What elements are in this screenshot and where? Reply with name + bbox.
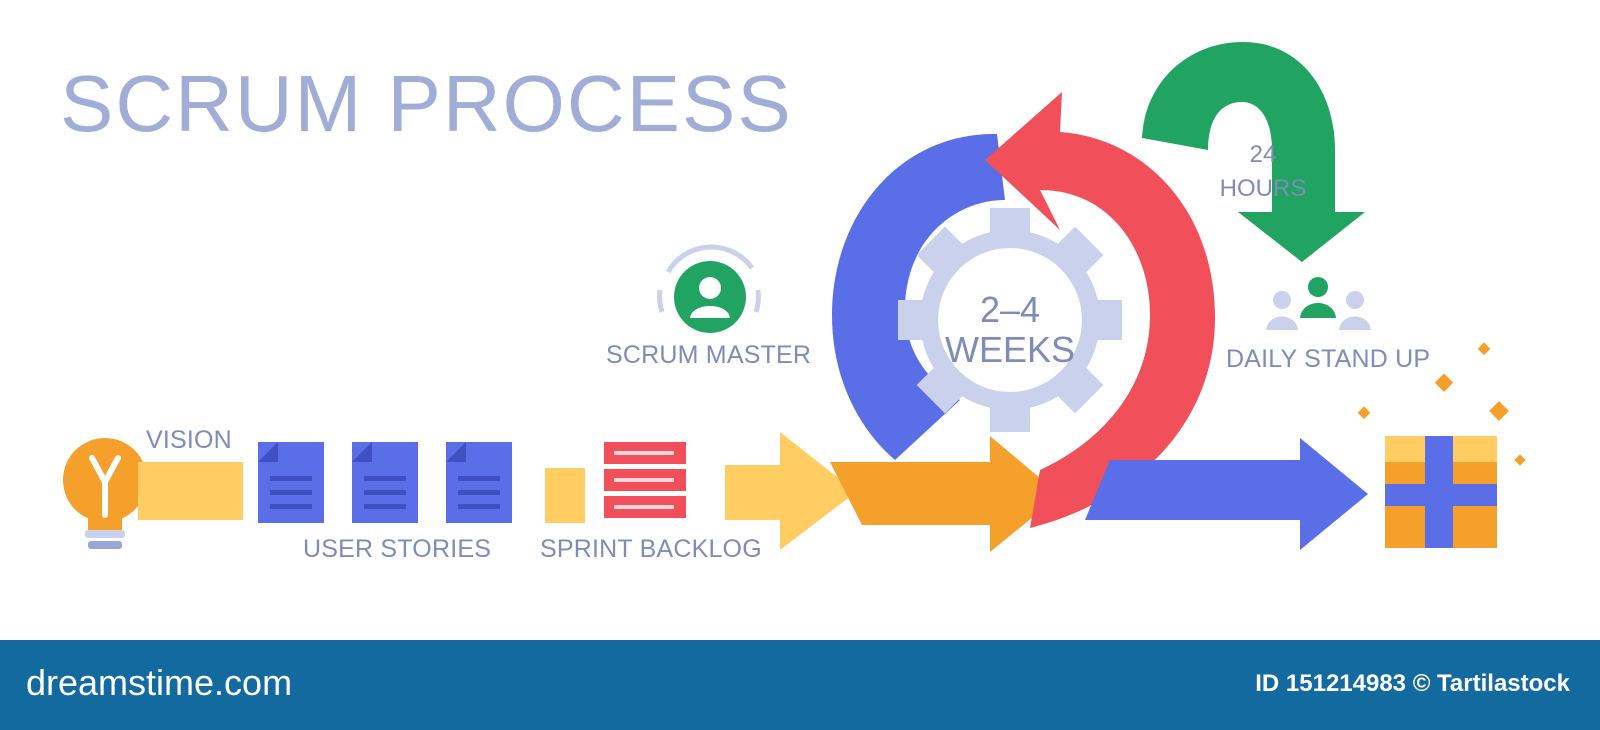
user-story-document-icon	[352, 442, 418, 523]
diagram-canvas: SCRUM PROCESS VISION USER STORIES SPRINT…	[60, 42, 1526, 563]
daily-stand-up-label: DAILY STAND UP	[1226, 345, 1431, 373]
scrum-master-label: SCRUM MASTER	[606, 341, 812, 369]
footer-bar: dreamstime.com ID 151214983 © Tartilasto…	[0, 640, 1600, 730]
cycle-arrow-red	[985, 92, 1215, 528]
sprint-backlog-stack-icon	[604, 442, 686, 518]
cycle-arrow-blue	[832, 133, 1005, 460]
yellow-arrow	[725, 432, 856, 550]
vision-label: VISION	[146, 426, 232, 454]
hours-unit: HOURS	[1219, 175, 1307, 202]
page-title: SCRUM PROCESS	[60, 59, 793, 148]
light-bulb-icon	[63, 438, 147, 549]
image-credit: ID 151214983 © Tartilastock	[1255, 670, 1570, 697]
standup-interval-label: 24 HOURS	[1218, 138, 1308, 206]
orange-arrow	[830, 436, 1060, 552]
brand-logo[interactable]: dreamstime.com	[26, 662, 293, 703]
weeks-unit: WEEKS	[944, 329, 1076, 370]
weeks-range: 2–4	[979, 289, 1041, 330]
user-story-document-icon	[258, 442, 324, 523]
gift-box-icon	[1385, 436, 1497, 548]
green-cycle-arrow	[1142, 42, 1365, 262]
connector-bar	[545, 468, 585, 523]
team-people-icon	[1266, 277, 1371, 330]
vision-bar	[138, 462, 243, 520]
blue-delivery-arrow	[1085, 438, 1368, 550]
hours-value: 24	[1249, 141, 1277, 168]
sprint-duration-label: 2–4 WEEKS	[930, 290, 1090, 370]
gear-icon	[898, 208, 1122, 432]
user-story-document-icon	[446, 442, 512, 523]
scrum-master-avatar-icon	[657, 244, 761, 333]
diagram-graphics	[63, 42, 1526, 552]
sprint-backlog-label: SPRINT BACKLOG	[540, 535, 762, 563]
user-stories-label: USER STORIES	[303, 535, 492, 563]
